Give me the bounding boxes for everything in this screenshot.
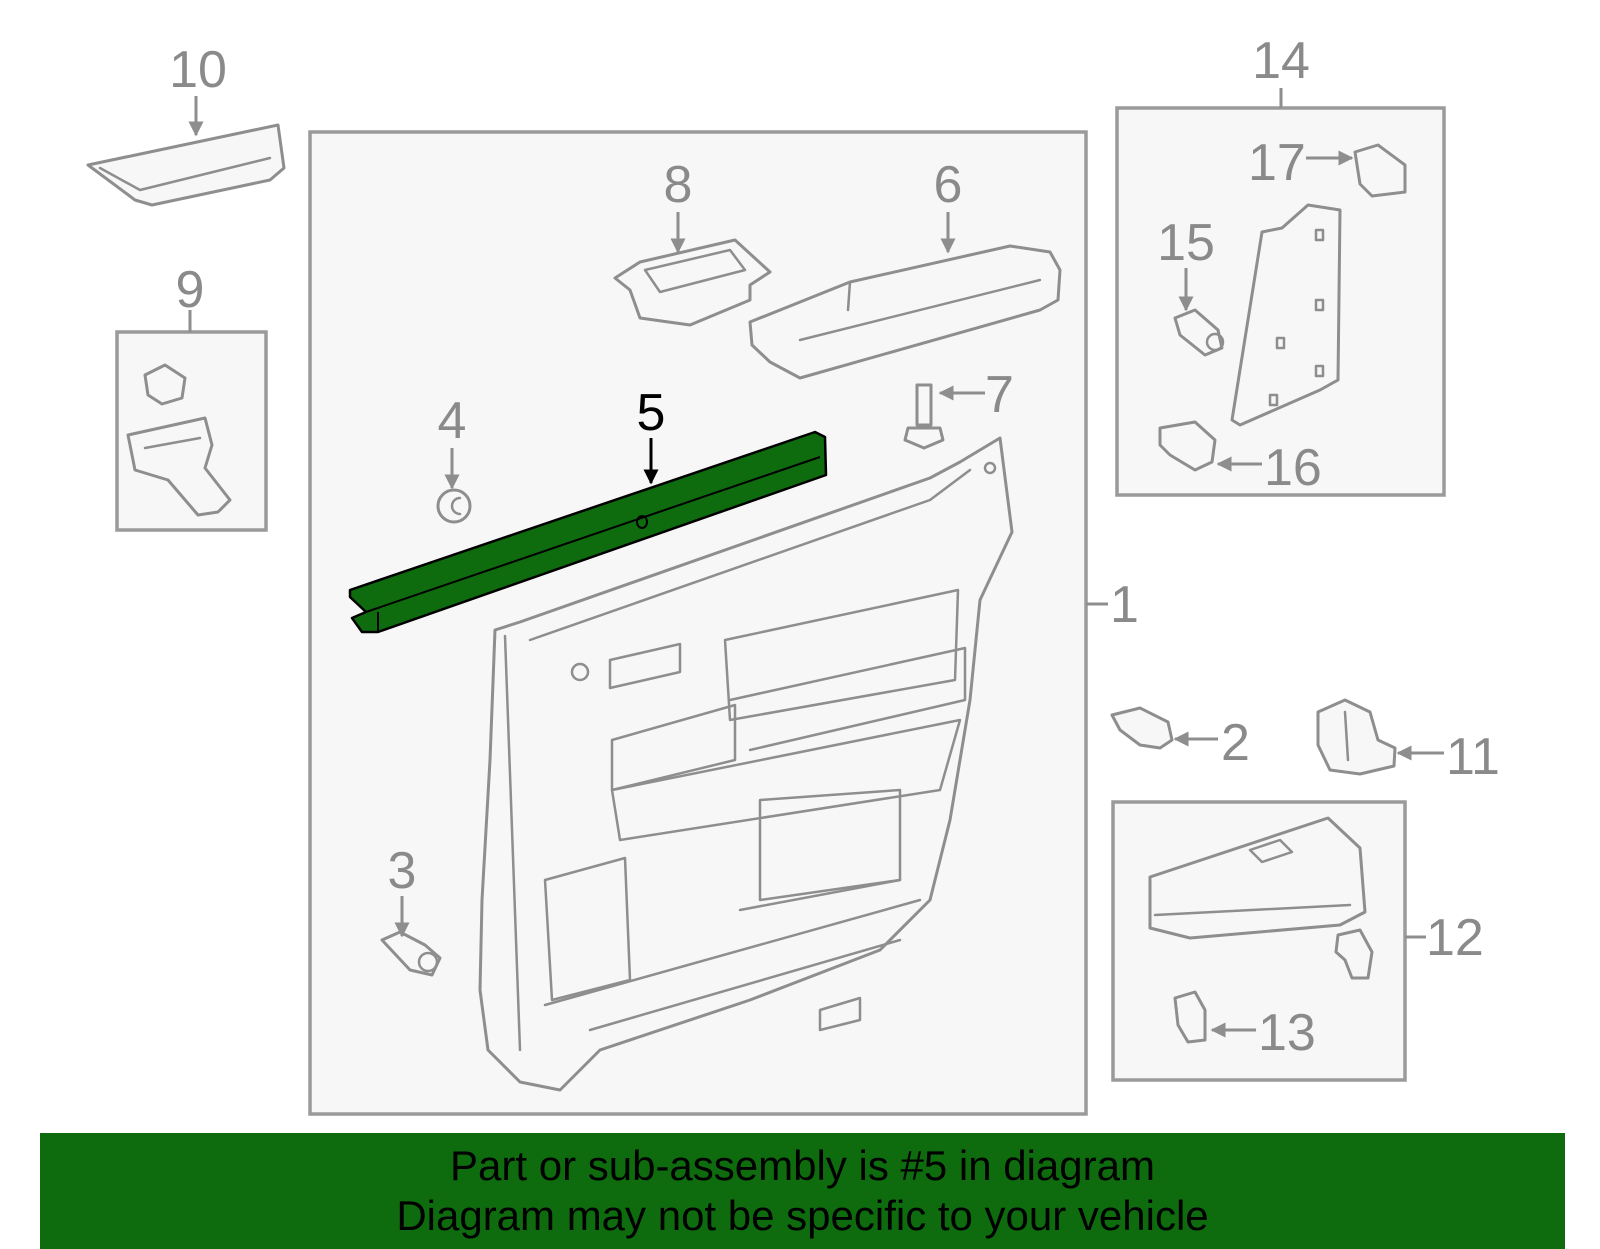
callout-17: 17 [1248, 134, 1306, 192]
callout-13: 13 [1258, 1004, 1316, 1062]
callout-1: 1 [1110, 576, 1139, 634]
part-17-clip [1353, 143, 1407, 198]
part-2-clip [1110, 706, 1174, 750]
part-7-bolt [903, 383, 945, 450]
callout-5: 5 [637, 384, 666, 442]
part-8-switch-bezel [613, 238, 772, 327]
part-4-clip [436, 488, 472, 524]
callout-14: 14 [1252, 32, 1310, 90]
part-10-trim-cover [86, 123, 286, 207]
callout-11: 11 [1446, 728, 1500, 786]
callout-8: 8 [664, 156, 693, 214]
callout-9: 9 [176, 261, 205, 319]
callout-15: 15 [1157, 214, 1215, 272]
callout-16: 16 [1264, 439, 1322, 497]
banner-line-1: Part or sub-assembly is #5 in diagram [450, 1142, 1155, 1189]
part-12-cover [1148, 816, 1367, 940]
door-trim-panel [478, 436, 1014, 1092]
callout-3: 3 [388, 842, 417, 900]
part-12-small-clip [1334, 928, 1374, 980]
callout-6: 6 [934, 156, 963, 214]
part-11-clip [1316, 698, 1397, 776]
callout-4: 4 [438, 392, 467, 450]
callout-2: 2 [1221, 714, 1250, 772]
callout-10: 10 [169, 41, 227, 99]
part-9-parts [126, 363, 232, 517]
part-16-clip [1158, 420, 1217, 472]
info-banner: Part or sub-assembly is #5 in diagram Di… [40, 1133, 1565, 1249]
callout-7: 7 [985, 366, 1014, 424]
callout-12: 12 [1426, 909, 1484, 967]
part-14-bracket [1230, 203, 1342, 427]
banner-line-2: Diagram may not be specific to your vehi… [396, 1192, 1209, 1239]
part-13-clip [1173, 990, 1207, 1044]
part-5-belt-moulding [348, 430, 828, 634]
part-6-armrest [748, 244, 1062, 380]
part-15-clip [1173, 308, 1225, 357]
